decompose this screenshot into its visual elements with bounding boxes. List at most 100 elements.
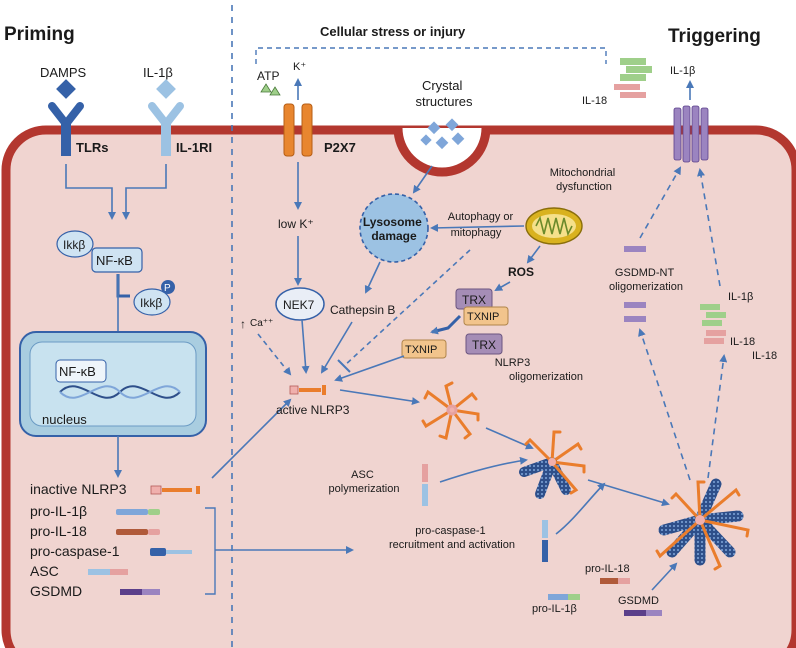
txnip-label: TXNIP — [467, 311, 499, 323]
il1b-ligand-label: IL-1β — [143, 65, 173, 80]
lysosome-label: Lysosome damage — [363, 215, 425, 243]
nlrp3-olig-label: NLRP3 oligomerization — [495, 357, 583, 383]
inactive-nlrp3-to-active-arrow — [211, 398, 292, 479]
ros-to-trx-arrow — [494, 281, 511, 291]
autophagy-line-2: mitophagy — [451, 227, 502, 239]
tlr-receptor-icon — [48, 102, 84, 156]
product-gsdmd: GSDMD — [30, 583, 82, 599]
inflammasome-to-cytokines-arrow — [707, 354, 728, 479]
ikkb-label: Ikkβ — [63, 238, 85, 252]
procasp-line-2: recruitment and activation — [389, 539, 515, 551]
il18-right-icon — [704, 330, 726, 344]
mito-to-ros-arrow — [526, 245, 541, 264]
product-pro-caspase1: pro-caspase-1 — [30, 543, 120, 559]
ikkb-phospho-label: Ikkβ — [140, 296, 162, 310]
gsdmd-nt-to-pore-arrow — [639, 166, 681, 239]
cytokines-to-pore-arrow — [697, 168, 721, 287]
pro-il18-label: pro-IL-18 — [585, 563, 630, 575]
asc-poly-label: ASC polymerization — [329, 469, 400, 495]
gsdmd-label: GSDMD — [618, 595, 659, 607]
il18-right-label-a: IL-18 — [730, 336, 755, 348]
substrates-to-inflammasome-arrow — [651, 562, 678, 591]
product-inactive-nlrp3: inactive NLRP3 — [30, 481, 127, 497]
asc-to-speck-arrow — [439, 456, 528, 483]
autophagy-line-1: Autophagy or — [448, 211, 514, 223]
products-bracket — [205, 507, 216, 595]
nucleus-nfkb-label: NF-κB — [59, 364, 96, 379]
asc-poly-line-2: polymerization — [329, 483, 400, 495]
nfkb-label: NF-κB — [96, 253, 133, 268]
gsdmd-nt-icon — [624, 246, 646, 322]
il1b-right-label: IL-1β — [728, 291, 753, 303]
nucleus-label: nucleus — [42, 412, 87, 427]
crystal-to-lysosome-arrow — [412, 165, 433, 194]
procasp-to-speck-arrow — [555, 482, 606, 535]
autophagy-inhibit-bar — [337, 359, 351, 373]
crystal-icons — [420, 118, 465, 150]
k-efflux-label: K⁺ — [293, 61, 306, 73]
gsdmd-nt-label: GSDMD-NT oligomerization — [609, 267, 683, 293]
tlrs-label: TLRs — [76, 140, 109, 155]
olig-to-asc-arrow — [485, 427, 534, 450]
lysosome-node — [359, 193, 429, 263]
released-il1b-label: IL-1β — [670, 65, 695, 77]
product-icons — [88, 485, 200, 595]
pro-il1b-label: pro-IL-1β — [532, 603, 577, 615]
triggering-heading: Triggering — [668, 26, 761, 47]
txnip-free-label: TXNIP — [405, 344, 437, 356]
inflammasome-to-gsdmd-nt-arrow — [638, 328, 691, 481]
dna-helix-icon — [59, 385, 181, 399]
ikkb-node — [56, 230, 94, 258]
gasdermin-pore-icon — [673, 105, 709, 163]
stress-heading: Cellular stress or injury — [320, 24, 466, 39]
lysosome-line-1: Lysosome — [363, 215, 422, 229]
nlrp3-to-olig-arrow — [339, 389, 420, 406]
nek7-node — [275, 287, 325, 321]
mito-label: Mitochondrial dysfunction — [550, 167, 618, 193]
priming-heading: Priming — [4, 24, 75, 45]
txnip-to-nlrp3-arrow — [334, 355, 405, 382]
calcium-arrow-icon: ↑ — [240, 317, 246, 331]
trx-label: TRX — [462, 293, 486, 307]
stress-bracket — [255, 47, 607, 64]
nek7-label: NEK7 — [283, 298, 315, 312]
nlrp3-olig-line-2: oligomerization — [509, 371, 583, 383]
lysosome-line-2: damage — [371, 229, 417, 243]
crystal-invagination — [393, 127, 491, 177]
pro-il1b-icon — [548, 594, 580, 600]
phosphate-label: P — [164, 283, 171, 294]
product-pro-il18: pro-IL-18 — [30, 523, 87, 539]
autophagy-inhibit-nlrp3 — [343, 249, 471, 367]
damps-ligand-icon — [56, 79, 76, 99]
crystal-line-1: Crystal — [422, 78, 463, 93]
asc-monomer-icon — [422, 464, 428, 506]
damps-label: DAMPS — [40, 65, 87, 80]
crystal-label: Crystal structures — [415, 78, 473, 109]
gsdmd-nt-line-1: GSDMD-NT — [615, 267, 675, 279]
active-nlrp3-label: active NLRP3 — [276, 403, 350, 417]
product-pro-il1b: pro-IL-1β — [30, 503, 87, 519]
ikkb-phospho-node — [133, 288, 171, 316]
product-asc: ASC — [30, 563, 59, 579]
il1ri-label: IL-1RI — [176, 140, 212, 155]
procasp-line-1: pro-caspase-1 — [415, 525, 485, 537]
nucleus-nfkb-node — [55, 359, 107, 383]
il1ri-receptor-icon — [148, 102, 184, 156]
asc-poly-line-1: ASC — [351, 469, 374, 481]
gsdmd-icon — [624, 610, 662, 616]
trx-free-label: TRX — [472, 338, 496, 352]
pro-il18-icon — [600, 578, 630, 584]
mito-line-1: Mitochondrial — [550, 167, 615, 179]
priming-merge-arrows — [65, 164, 167, 220]
calcium-label: Ca⁺⁺ — [250, 318, 273, 329]
p2x7-channel-icon — [283, 103, 313, 157]
autophagy-label: Autophagy or mitophagy — [448, 211, 517, 239]
released-il18-label: IL-18 — [582, 95, 607, 107]
atp-label: ATP — [257, 69, 279, 83]
il18-right-label-b: IL-18 — [752, 350, 777, 362]
ros-label: ROS — [508, 265, 534, 279]
txnip-node — [463, 306, 509, 326]
nek7-to-nlrp3-arrow — [301, 319, 310, 374]
lysosome-to-cathepsin-arrow — [364, 261, 381, 294]
